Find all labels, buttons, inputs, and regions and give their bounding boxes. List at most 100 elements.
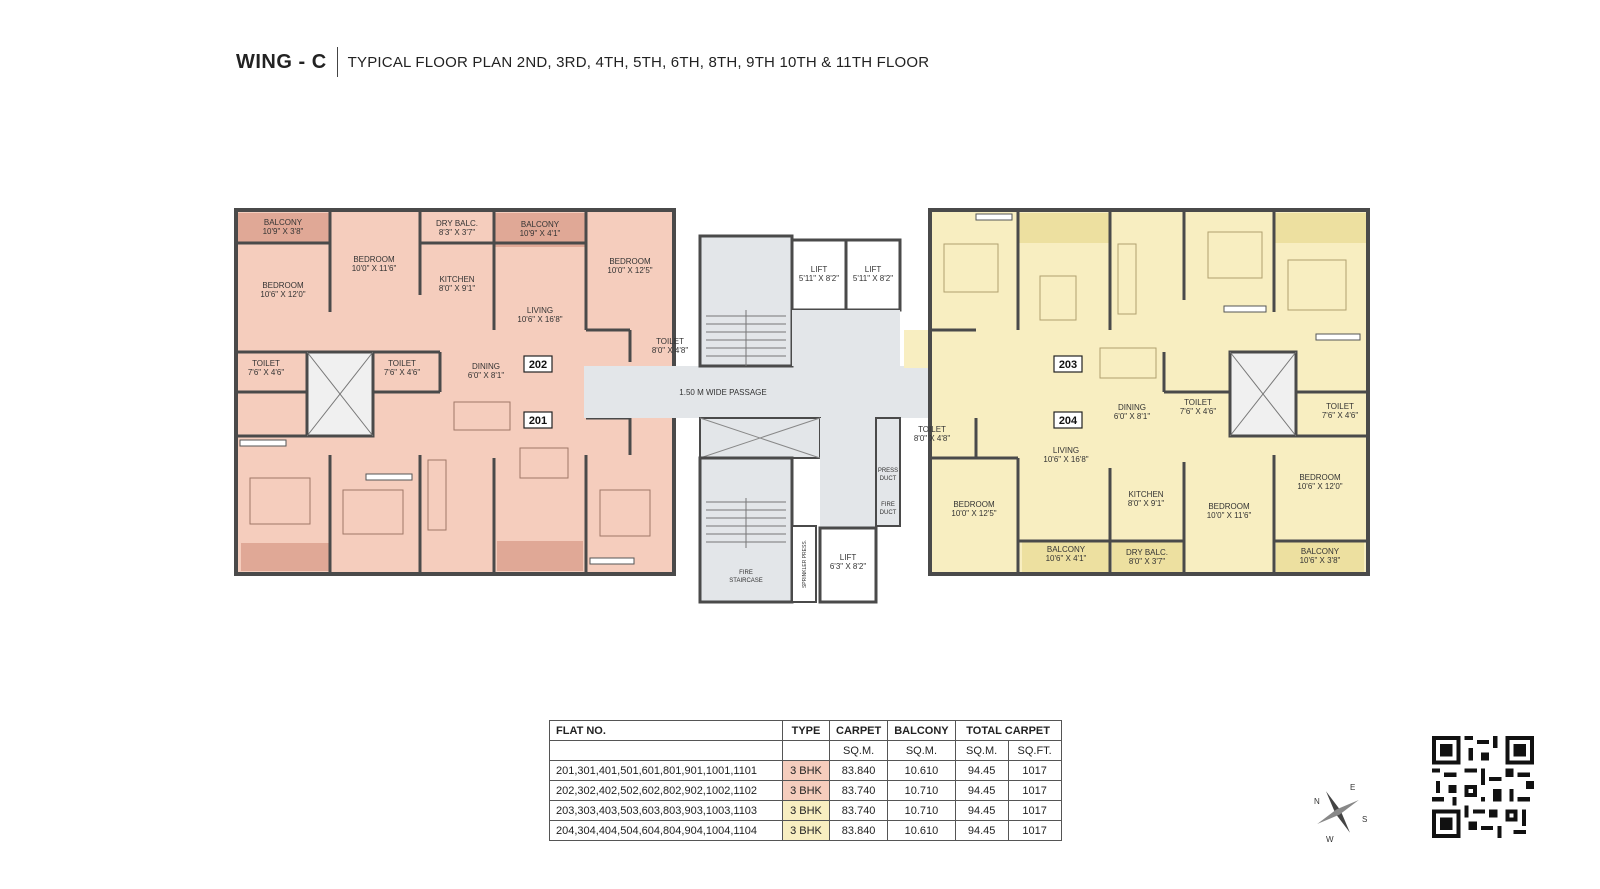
fire-duct-line1: FIRE xyxy=(881,502,895,508)
plan-subtitle: TYPICAL FLOOR PLAN 2ND, 3RD, 4TH, 5TH, 6… xyxy=(347,53,930,71)
right-block xyxy=(904,208,1370,576)
compass-n: N xyxy=(1314,797,1320,806)
dry-202-name: DRY BALC. xyxy=(436,219,478,228)
header-carpet: CARPET xyxy=(828,720,889,741)
lift2-dim: 5'11" X 8'2" xyxy=(853,274,893,283)
press-duct-line2: DUCT xyxy=(880,476,897,482)
lift2-name: LIFT xyxy=(865,265,882,274)
liv-202-dim: 10'6" X 16'8" xyxy=(517,315,562,324)
balcony-204b xyxy=(1276,542,1364,572)
balc-204a-name: BALCONY xyxy=(1047,545,1086,554)
lift1-dim: 5'11" X 8'2" xyxy=(799,274,839,283)
header-divider xyxy=(336,47,338,77)
lift1-name: LIFT xyxy=(811,265,828,274)
balc-202a-dim: 10'9" X 3'8" xyxy=(263,227,304,236)
table-subheader-row: SQ.M. SQ.M. SQ.M. SQ.FT. xyxy=(549,740,1062,761)
toi-204b-name: TOILET xyxy=(1184,398,1212,407)
subheader-total-m: SQ.M. xyxy=(954,740,1009,761)
din-204-name: DINING xyxy=(1118,403,1146,412)
toi-202a-dim: 7'6" X 4'6" xyxy=(248,368,284,377)
table-row: 203,303,403,503,603,803,903,1003,1103 3 … xyxy=(549,800,1062,821)
liv-202-name: LIVING xyxy=(527,306,553,315)
toi-204c-dim: 7'6" X 4'6" xyxy=(1322,411,1358,420)
toi-202c-dim: 8'0" X 4'8" xyxy=(652,346,688,355)
unit-203-badge xyxy=(1053,355,1083,373)
toi-202b-name: TOILET xyxy=(388,359,416,368)
toi-204b-dim: 7'6" X 4'6" xyxy=(1180,407,1216,416)
lift3-dim: 6'3" X 8'2" xyxy=(830,562,866,571)
table-row: 202,302,402,502,602,802,902,1002,1102 3 … xyxy=(549,780,1062,801)
unit-201-badge xyxy=(523,411,553,429)
dry-202-dim: 8'3" X 3'7" xyxy=(439,228,475,237)
balc-202b-dim: 10'9" X 4'1" xyxy=(520,229,561,238)
toi-204a-name: TOILET xyxy=(918,425,946,434)
bed-202a-dim: 10'6" X 12'0" xyxy=(260,290,305,299)
subheader-total-ft: SQ.FT. xyxy=(1007,740,1062,761)
unit-203-label: 203 xyxy=(1059,359,1077,371)
dry-204-name: DRY BALC. xyxy=(1126,548,1168,557)
liv-204-dim: 10'6" X 16'8" xyxy=(1043,455,1088,464)
toi-204c-name: TOILET xyxy=(1326,402,1354,411)
subheader-balcony: SQ.M. xyxy=(887,740,956,761)
din-202-name: DINING xyxy=(472,362,500,371)
core xyxy=(584,234,1022,604)
fire-stair-line1: FIRE xyxy=(739,570,753,576)
unit-204-badge xyxy=(1053,411,1083,429)
bed-202b-dim: 10'0" X 11'6" xyxy=(352,264,397,273)
bed-202b-name: BEDROOM xyxy=(353,255,395,264)
compass-w: W xyxy=(1326,835,1334,844)
wing-title: WING - C xyxy=(236,50,327,73)
header-total: TOTAL CARPET xyxy=(954,720,1062,741)
balc-204b-name: BALCONY xyxy=(1301,547,1340,556)
bed-204b-dim: 10'0" X 11'6" xyxy=(1207,511,1252,520)
ducts xyxy=(875,417,901,527)
unit-201-label: 201 xyxy=(529,415,547,427)
balcony-201b xyxy=(497,541,583,571)
bed-202c-dim: 10'0" X 12'5" xyxy=(607,266,652,275)
toi-204a-dim: 8'0" X 4'8" xyxy=(914,434,950,443)
dry-204-dim: 8'0" X 3'7" xyxy=(1129,557,1165,566)
balc-204b-dim: 10'6" X 3'8" xyxy=(1300,556,1341,565)
kit-204-dim: 8'0" X 9'1" xyxy=(1128,499,1164,508)
din-202-dim: 6'0" X 8'1" xyxy=(468,371,504,380)
bed-204a-name: BEDROOM xyxy=(953,500,995,509)
lift-3 xyxy=(818,526,878,604)
passage-label: 1.50 M WIDE PASSAGE xyxy=(679,388,766,397)
fire-stair-line2: STAIRCASE xyxy=(729,578,763,584)
bed-202a-name: BEDROOM xyxy=(262,281,304,290)
header-flat: FLAT NO. xyxy=(549,720,783,741)
dry-balcony-204 xyxy=(1112,542,1184,572)
unit-204-label: 204 xyxy=(1059,415,1078,427)
balcony-202b xyxy=(494,213,586,247)
balcony-204a xyxy=(1022,542,1110,572)
lift-2 xyxy=(844,238,902,312)
table-row: 204,304,404,504,604,804,904,1004,1104 3 … xyxy=(549,820,1062,841)
bed-202c-name: BEDROOM xyxy=(609,257,651,266)
compass-s: S xyxy=(1362,815,1367,824)
header-balcony: BALCONY xyxy=(887,720,956,741)
compass-rose-icon: N E S W xyxy=(1314,783,1367,844)
liv-204-name: LIVING xyxy=(1053,446,1079,455)
table-header-row: FLAT NO. TYPE CARPET BALCONY TOTAL CARPE… xyxy=(549,720,1062,741)
toi-202b-dim: 7'6" X 4'6" xyxy=(384,368,420,377)
qr-code-icon xyxy=(1432,736,1534,838)
balc-202b-name: BALCONY xyxy=(521,220,560,229)
subheader-carpet: SQ.M. xyxy=(828,740,889,761)
kit-202-name: KITCHEN xyxy=(439,275,474,284)
press-duct-line1: PRESS xyxy=(878,468,898,474)
toi-202c-name: TOILET xyxy=(656,337,684,346)
bed-204b-name: BEDROOM xyxy=(1208,502,1250,511)
din-204-dim: 6'0" X 8'1" xyxy=(1114,412,1150,421)
fire-duct-line2: DUCT xyxy=(880,510,897,516)
balc-202a-name: BALCONY xyxy=(264,218,303,227)
header-type: TYPE xyxy=(782,720,830,741)
balc-204a-dim: 10'6" X 4'1" xyxy=(1046,554,1087,563)
bed-204c-dim: 10'6" X 12'0" xyxy=(1297,482,1342,491)
unit-202-badge xyxy=(523,355,553,373)
balcony-201a xyxy=(241,543,329,571)
bed-204c-name: BEDROOM xyxy=(1299,473,1341,482)
table-row: 201,301,401,501,601,801,901,1001,1101 3 … xyxy=(549,760,1062,781)
area-statement-table: FLAT NO. TYPE CARPET BALCONY TOTAL CARPE… xyxy=(549,720,1062,841)
sprinkler-shaft xyxy=(791,525,817,603)
